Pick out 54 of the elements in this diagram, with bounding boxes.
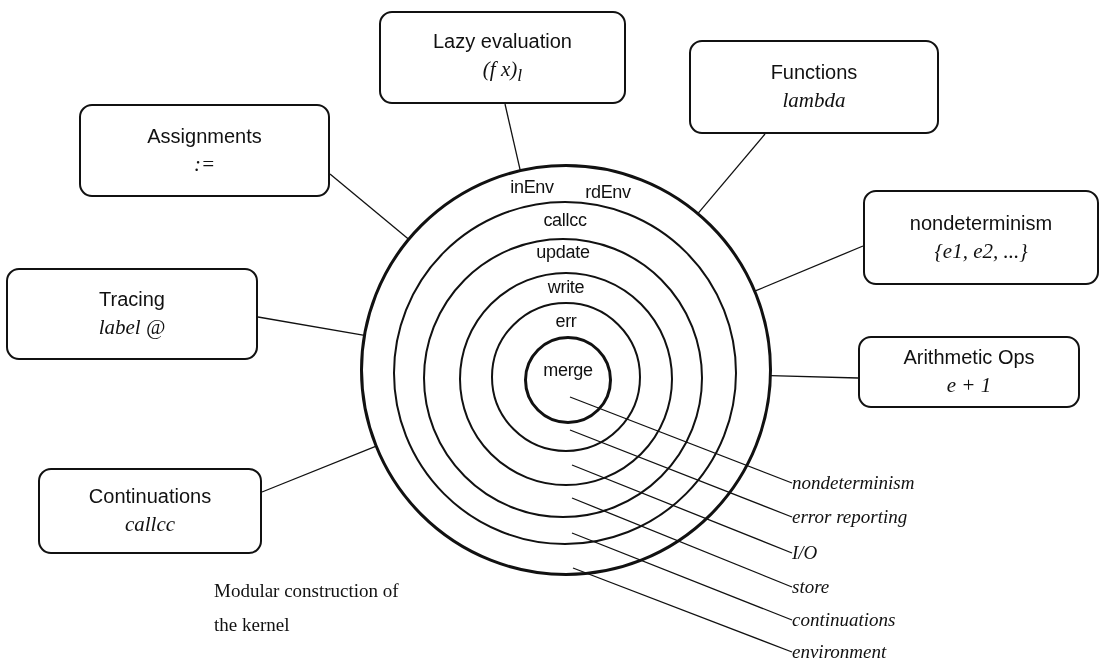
box-syntax: label @ [98,315,166,340]
ring-circle [524,336,612,424]
connector-line [261,445,377,493]
layer-label: error reporting [792,506,908,528]
leader-line [572,567,793,653]
layer-label: nondeterminism [792,472,915,494]
topic-box [858,336,1080,408]
box-syntax: lambda [782,88,846,113]
topic-box [863,190,1099,285]
connector-line [329,173,410,240]
topic-box [6,268,258,360]
layer-label: environment [792,641,887,663]
leader-line [569,396,793,484]
box-syntax: callcc [124,512,176,537]
ring-label: callcc [543,211,587,229]
topic-box [79,104,330,197]
connector-line [754,245,864,292]
connector-line [504,103,521,172]
ring-circle [393,201,737,545]
leader-line [571,532,793,621]
leader-line [571,464,793,554]
box-syntax: (f x)$_{l}$ [482,56,523,86]
layer-label: store [792,576,830,598]
connector-line [769,374,859,379]
leader-line [571,497,793,588]
ring-label: merge [543,361,593,379]
ring-label: update [536,243,590,261]
ring-label: write [547,278,585,296]
ring-circle [491,302,641,452]
topic-box [379,11,626,104]
box-heading: Arithmetic Ops [903,346,1035,370]
box-heading: Functions [770,61,858,85]
layer-label: continuations [792,609,896,631]
caption: Modular construction of the kernel [214,579,400,637]
topic-box [38,468,262,554]
connector-line [697,133,766,215]
leader-line [569,429,793,518]
box-heading: Assignments [147,124,262,148]
box-heading: Tracing [99,288,165,312]
box-syntax: e + 1 [946,373,992,398]
topic-box [689,40,939,134]
box-syntax: {e1, e2, ...} [934,238,1028,264]
ring-circle [360,164,772,576]
ring-label: rdEnv [585,183,631,201]
box-heading: Continuations [88,485,212,509]
box-heading: nondeterminism [909,211,1053,235]
layer-label: I/O [792,542,818,564]
connector-line [257,316,366,336]
ring-circle [459,272,673,486]
ring-label: err [555,312,577,330]
box-heading: Lazy evaluation [433,29,572,53]
ring-circle [423,238,703,518]
ring-label: inEnv [510,178,554,196]
box-syntax: := [193,151,216,177]
